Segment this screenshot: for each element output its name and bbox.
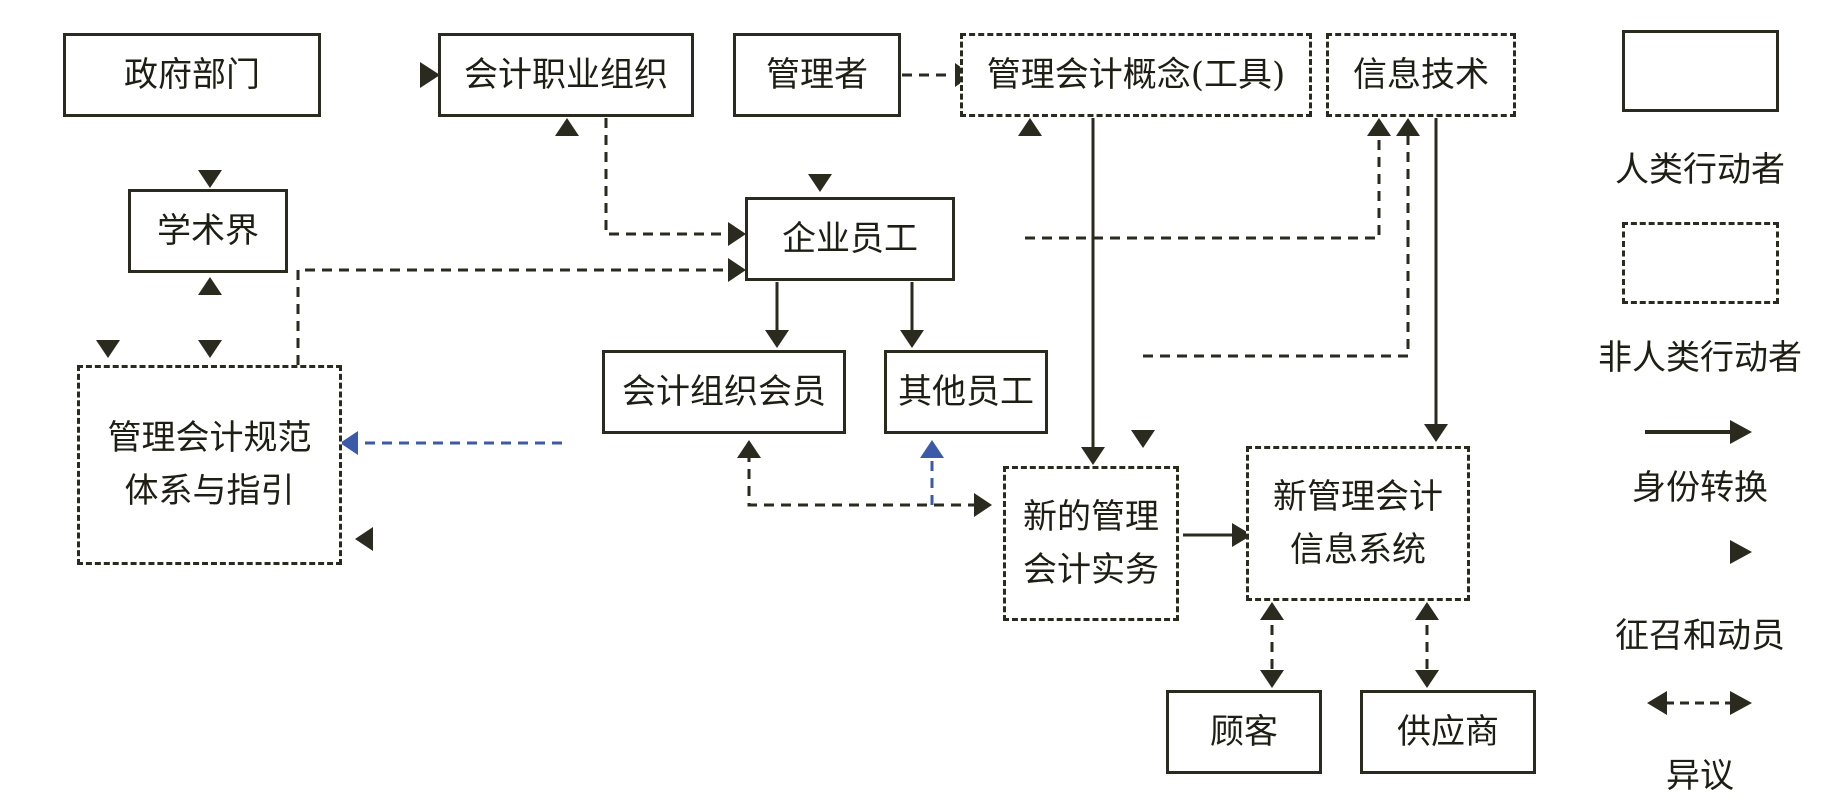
node-text-group: 新管理会计 信息系统 [1273, 471, 1443, 576]
connector-lines [296, 73, 1438, 672]
legend-recruit-arrowhead [1730, 540, 1752, 564]
node-label: 管理会计概念(工具) [986, 54, 1286, 95]
arrowhead-norms-down-2 [198, 340, 222, 358]
node-management-accounting-concept: 管理会计概念(工具) [960, 33, 1312, 117]
arrowhead-practice-top-down [1131, 430, 1155, 448]
arrowhead-customer-down [1260, 670, 1284, 688]
node-label-line-1: 新管理会计 [1273, 476, 1443, 517]
legend-identity-arrowhead [1730, 420, 1752, 444]
arrowhead-practice-right [974, 493, 992, 517]
node-label-line-1: 新的管理 [1023, 496, 1159, 537]
legend-recruit-label: 征召和动员 [1615, 616, 1785, 656]
arrowhead-members-down [765, 330, 789, 348]
node-text-group: 新的管理 会计实务 [1023, 491, 1159, 596]
node-label-line-1: 管理会计规范 [107, 418, 312, 459]
legend-marks [1645, 420, 1752, 715]
dashed-line-to-it-lower [1143, 130, 1410, 358]
node-management-accounting-norms: 管理会计规范 体系与指引 [77, 365, 342, 565]
arrow-heads [96, 62, 1448, 688]
arrowhead-it-up-1 [1367, 118, 1391, 136]
legend-nonhuman-box [1622, 222, 1779, 304]
arrowhead-system-up-1 [1260, 602, 1284, 620]
blue-arrow-heads [340, 431, 944, 458]
legend-human-box [1622, 30, 1779, 112]
node-government-department: 政府部门 [63, 33, 321, 117]
node-text-group: 管理会计规范 体系与指引 [108, 412, 312, 517]
arrowhead-practice-to-system-right [1232, 523, 1252, 547]
arrowhead-it-up-2 [1396, 118, 1420, 136]
arrowhead-norms-down-1 [96, 340, 120, 358]
node-label-line-2: 体系与指引 [124, 471, 295, 511]
node-academia: 学术界 [128, 189, 288, 273]
arrowhead-system-up-2 [1415, 602, 1439, 620]
node-new-management-accounting-info-system: 新管理会计 信息系统 [1246, 446, 1470, 601]
node-label: 企业员工 [782, 218, 918, 259]
arrowhead-supplier-down [1415, 670, 1439, 688]
arrowhead-concept-to-practice-down [1081, 447, 1105, 465]
node-accounting-professional-org: 会计职业组织 [438, 33, 694, 117]
node-label: 顾客 [1210, 711, 1278, 752]
arrowhead-concept-up [1018, 118, 1042, 136]
arrowhead-blue-norms-left [340, 431, 358, 455]
node-enterprise-employees: 企业员工 [745, 197, 955, 281]
arrowhead-it-to-system-down [1424, 424, 1448, 442]
node-supplier: 供应商 [1360, 690, 1536, 774]
arrowhead-norms-left [355, 527, 373, 551]
dashed-line-members-to-practice [747, 452, 980, 507]
arrowhead-members-up [737, 440, 761, 458]
node-manager: 管理者 [733, 33, 901, 117]
node-other-staff: 其他员工 [884, 350, 1048, 434]
arrowhead-acctorg-up [555, 118, 579, 136]
arrowhead-employees-left-1 [728, 222, 746, 246]
node-label: 其他员工 [898, 371, 1034, 412]
node-customer: 顾客 [1166, 690, 1322, 774]
node-information-technology: 信息技术 [1326, 33, 1516, 117]
node-label: 政府部门 [124, 54, 260, 95]
node-label: 会计组织会员 [622, 371, 826, 412]
node-label: 供应商 [1397, 711, 1499, 752]
node-label: 会计职业组织 [464, 54, 668, 95]
dashed-line-to-it-upper [1025, 130, 1381, 240]
node-label: 信息技术 [1353, 54, 1489, 95]
arrowhead-others-down [900, 330, 924, 348]
node-label: 学术界 [157, 210, 259, 251]
blue-dashed-lines [356, 441, 934, 505]
legend-objection-label: 异议 [1666, 756, 1734, 796]
legend-human-label: 人类行动者 [1615, 150, 1785, 190]
node-label-line-2: 信息系统 [1290, 529, 1426, 570]
dashed-line-norms-to-employees [296, 268, 730, 365]
arrowhead-blue-others-up [920, 440, 944, 458]
legend-nonhuman-label: 非人类行动者 [1598, 338, 1802, 378]
legend-identity-label: 身份转换 [1632, 468, 1768, 508]
arrowhead-academia-up [198, 277, 222, 295]
node-accounting-org-members: 会计组织会员 [602, 350, 846, 434]
node-label-line-2: 会计实务 [1023, 549, 1159, 590]
legend-objection-right-head [1730, 691, 1752, 715]
arrowhead-academia-down [198, 170, 222, 188]
arrowhead-gov-right [420, 62, 440, 88]
arrowhead-employees-left-2 [728, 258, 746, 282]
legend-objection-left-head [1647, 691, 1667, 715]
arrowhead-employees-down [808, 174, 832, 192]
node-new-management-accounting-practice: 新的管理 会计实务 [1003, 466, 1179, 621]
node-label: 管理者 [766, 54, 868, 95]
dashed-line-acctorg-to-employees [604, 118, 730, 236]
